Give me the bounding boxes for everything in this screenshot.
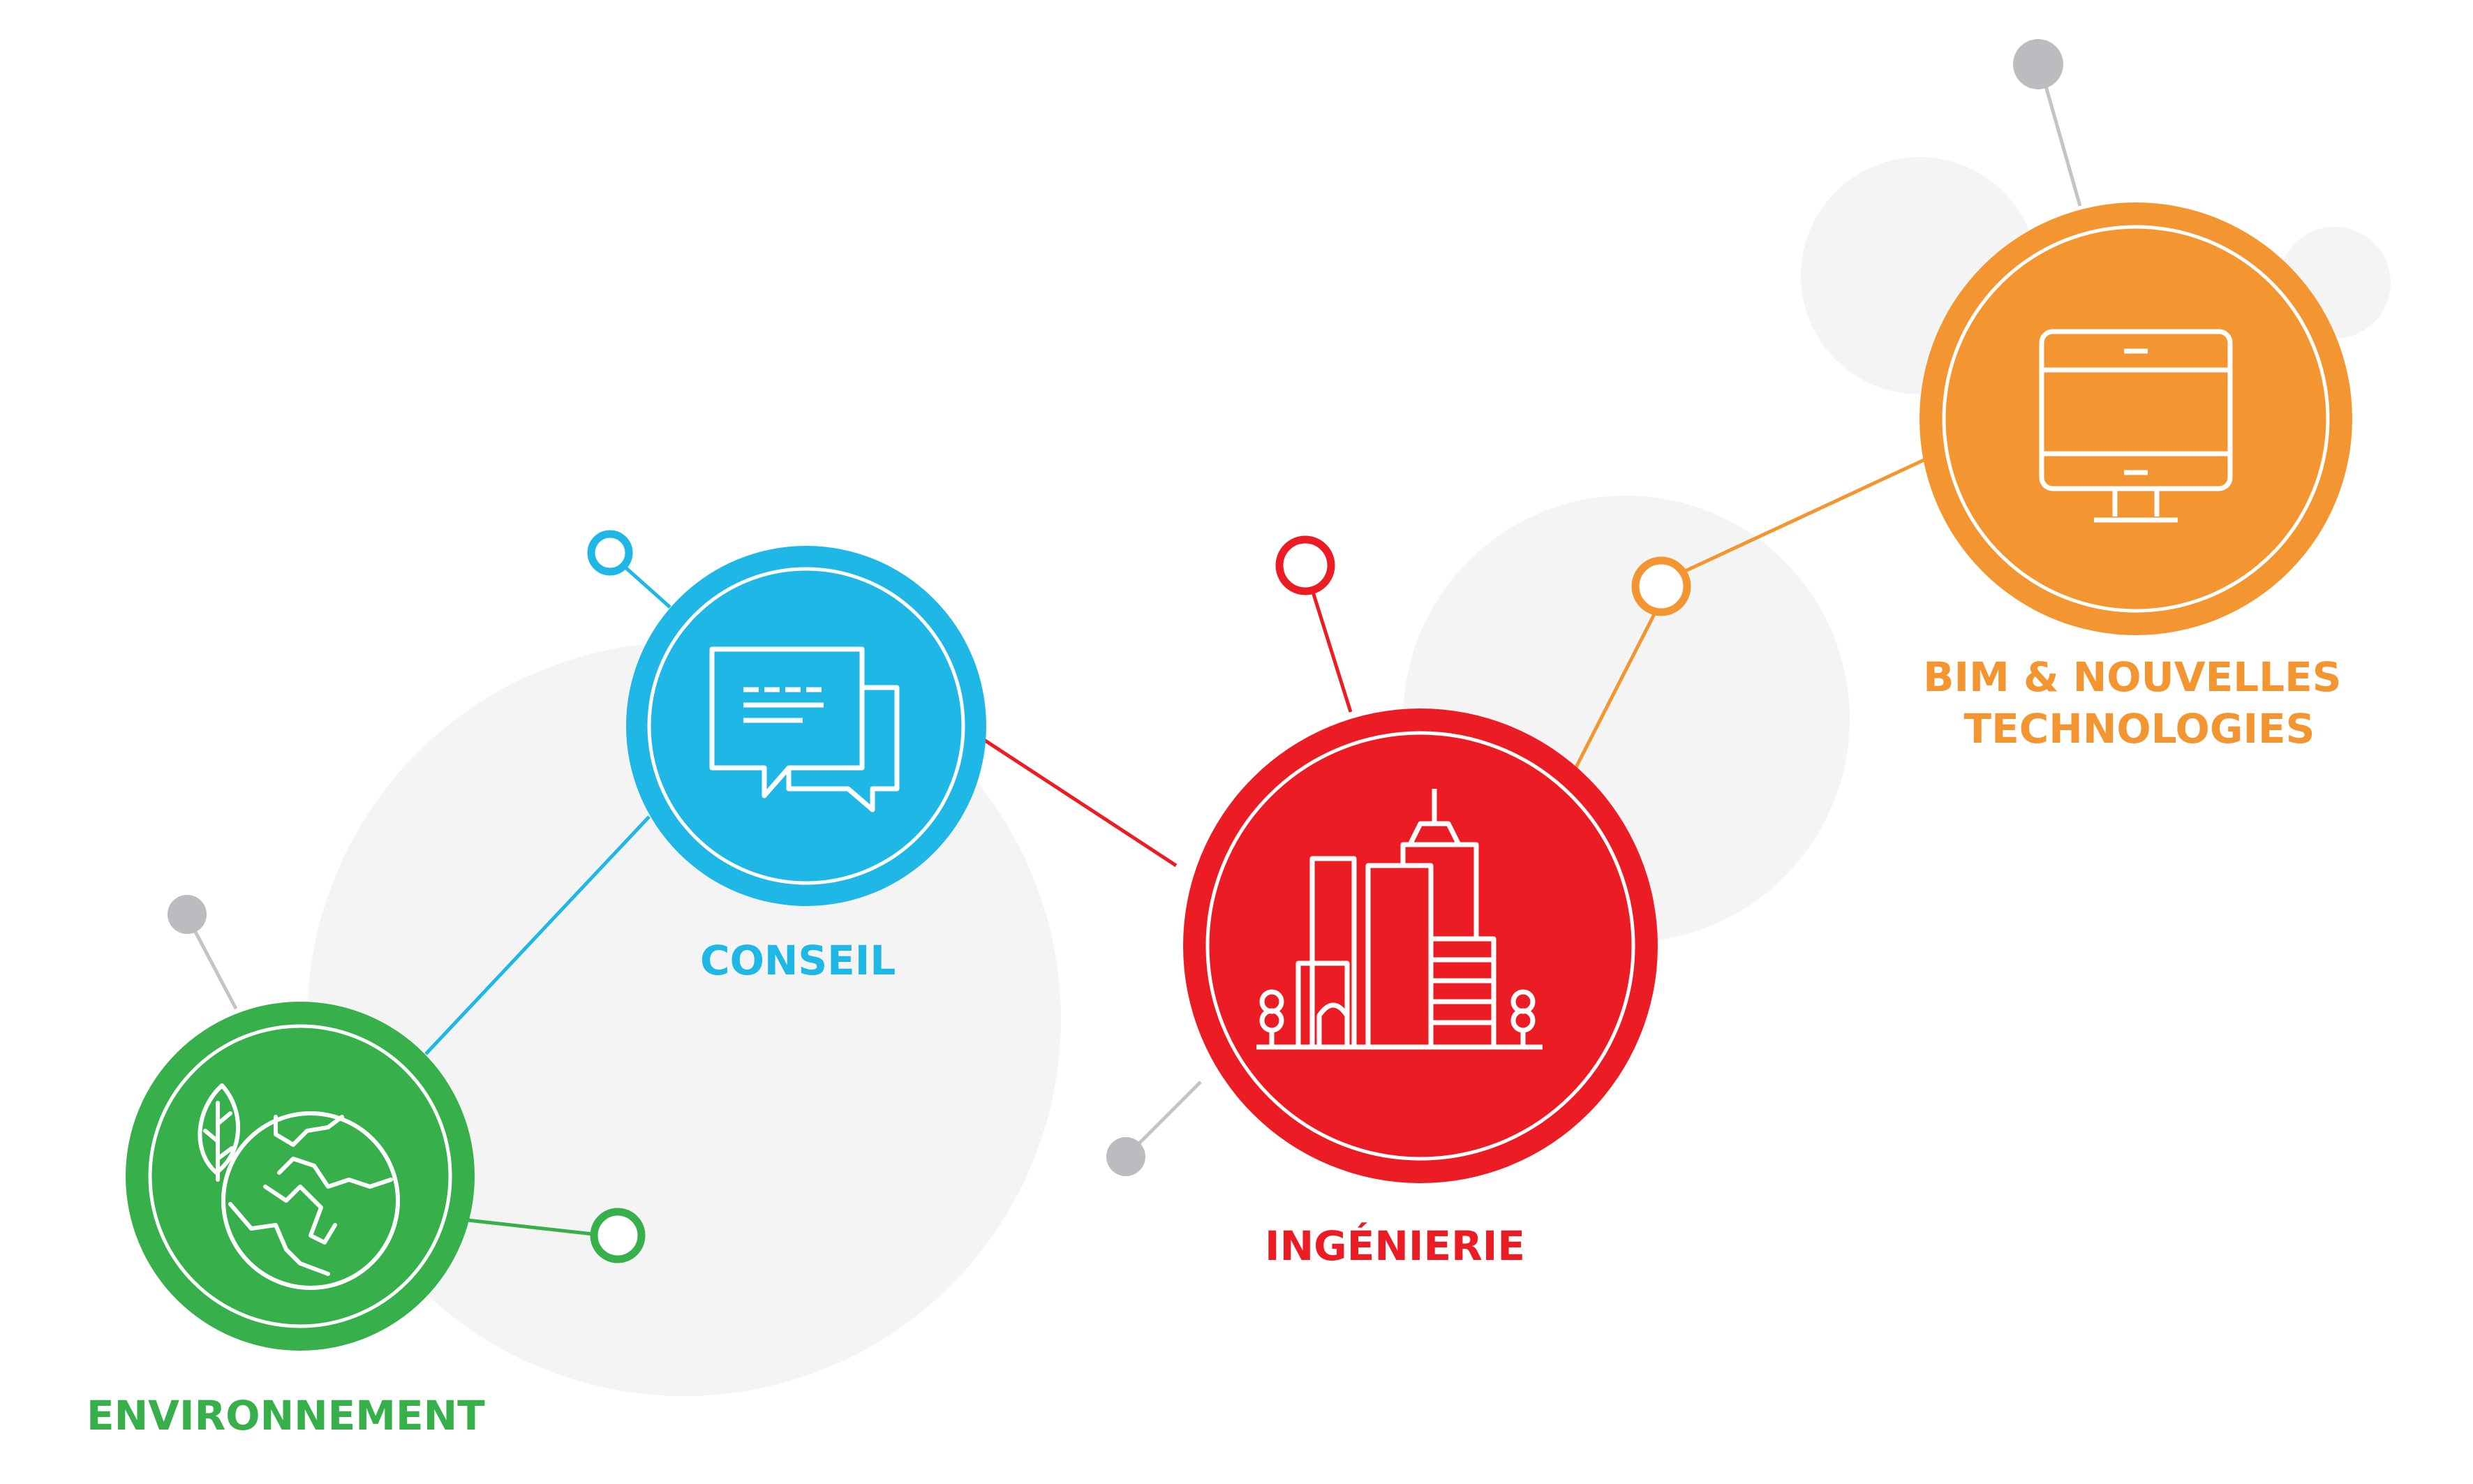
connector-gray-env	[193, 930, 238, 1010]
node-bim	[1919, 202, 2352, 635]
node-conseil	[626, 546, 986, 906]
connector-gray-bim	[2043, 83, 2082, 207]
connectors	[193, 83, 2082, 1236]
ring-dot-green	[590, 1208, 646, 1263]
chat-bubbles-icon	[709, 646, 900, 813]
connector-gray-ingenierie	[1133, 1081, 1202, 1150]
node-environnement	[126, 1002, 475, 1351]
label-environnement: ENVIRONNEMENT	[87, 1392, 485, 1439]
globe-leaf-icon	[198, 1083, 400, 1290]
connector-env-green	[467, 1218, 594, 1236]
ring-dot-blue	[587, 530, 633, 576]
connector-conseil-ingenierie	[983, 738, 1178, 868]
city-buildings-icon	[1256, 789, 1543, 1050]
connector-bim-link	[1681, 455, 1931, 574]
label-bim-line-2: TECHNOLOGIES	[1964, 705, 2315, 752]
gray-dot-bim	[2013, 39, 2063, 89]
label-ingenierie: INGÉNIERIE	[1265, 1222, 1525, 1270]
label-bim-line-1: BIM & NOUVELLES	[1923, 653, 2341, 701]
label-bim: BIM & NOUVELLES TECHNOLOGIES	[1923, 653, 2355, 752]
ring-dot-red	[1275, 535, 1335, 595]
gray-dot-ingenierie	[1106, 1137, 1145, 1176]
gray-dot-env	[168, 895, 207, 934]
connector-ingenierie-red	[1310, 589, 1353, 713]
connector-env-conseil	[424, 815, 651, 1055]
monitor-icon	[2039, 329, 2233, 523]
connector-conseil-blue	[623, 565, 671, 609]
node-ingenierie	[1183, 708, 1658, 1183]
satellite-nodes	[168, 39, 2063, 1263]
ring-dot-orange	[1631, 556, 1691, 616]
connector-ingenierie-bim	[1572, 613, 1656, 773]
label-conseil: CONSEIL	[700, 937, 896, 984]
